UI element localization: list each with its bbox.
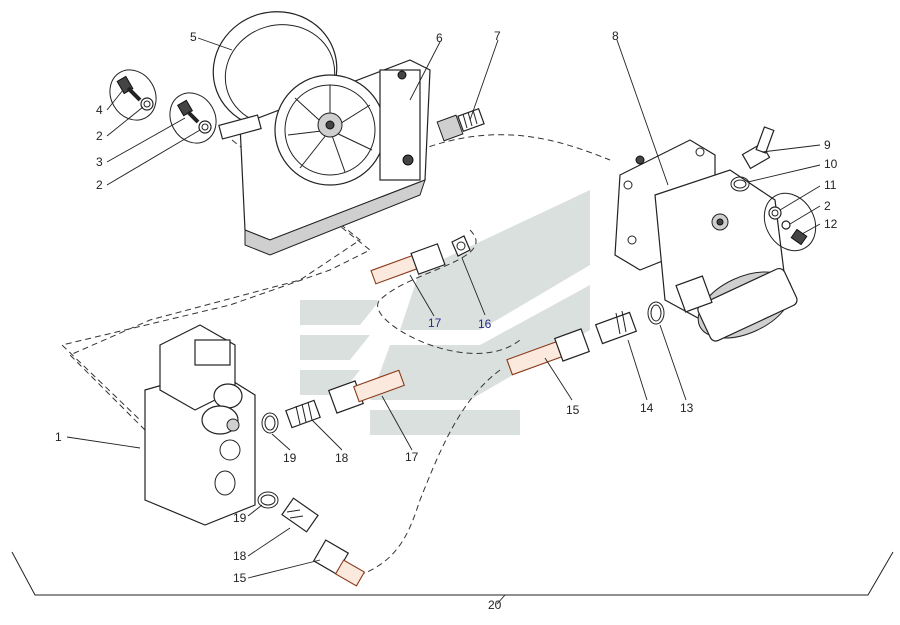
hydraulic-pump-8 xyxy=(614,139,798,342)
bolt-washer-set-left xyxy=(109,69,217,144)
callout-18b: 18 xyxy=(233,549,247,563)
callout-19b: 19 xyxy=(233,511,247,525)
callout-4: 4 xyxy=(96,103,103,117)
hose-fittings xyxy=(257,235,665,587)
fitting-7 xyxy=(436,107,485,142)
callout-14: 14 xyxy=(640,401,654,415)
fan-assembly xyxy=(212,11,431,256)
callout-20: 20 xyxy=(488,598,502,612)
callout-18a: 18 xyxy=(335,451,349,465)
callout-3: 3 xyxy=(96,155,103,169)
callout-12: 12 xyxy=(824,217,838,231)
callout-2c: 2 xyxy=(824,199,831,213)
callout-10: 10 xyxy=(824,157,838,171)
callout-1: 1 xyxy=(55,430,62,444)
callout-16: 16 xyxy=(478,317,492,331)
callout-6: 6 xyxy=(436,31,443,45)
base-outline xyxy=(11,551,894,596)
watermark-logo xyxy=(300,190,590,435)
callout-9: 9 xyxy=(824,138,831,152)
callout-2b: 2 xyxy=(96,178,103,192)
callout-5: 5 xyxy=(190,30,197,44)
callout-19a: 19 xyxy=(283,451,297,465)
callout-8: 8 xyxy=(612,29,619,43)
callout-15b: 15 xyxy=(233,571,247,585)
callout-17a: 17 xyxy=(428,316,442,330)
valve-block-1 xyxy=(144,324,256,526)
callout-2a: 2 xyxy=(96,129,103,143)
pump-fittings xyxy=(730,126,817,252)
callout-7: 7 xyxy=(494,29,501,43)
callout-11: 11 xyxy=(824,178,837,192)
callout-17b: 17 xyxy=(405,450,419,464)
leader-lines xyxy=(66,37,821,605)
callout-labels: 1 2 2 2 3 4 5 6 7 8 9 10 11 12 13 14 15 … xyxy=(55,29,838,612)
callout-15a: 15 xyxy=(566,403,580,417)
callout-13: 13 xyxy=(680,401,694,415)
